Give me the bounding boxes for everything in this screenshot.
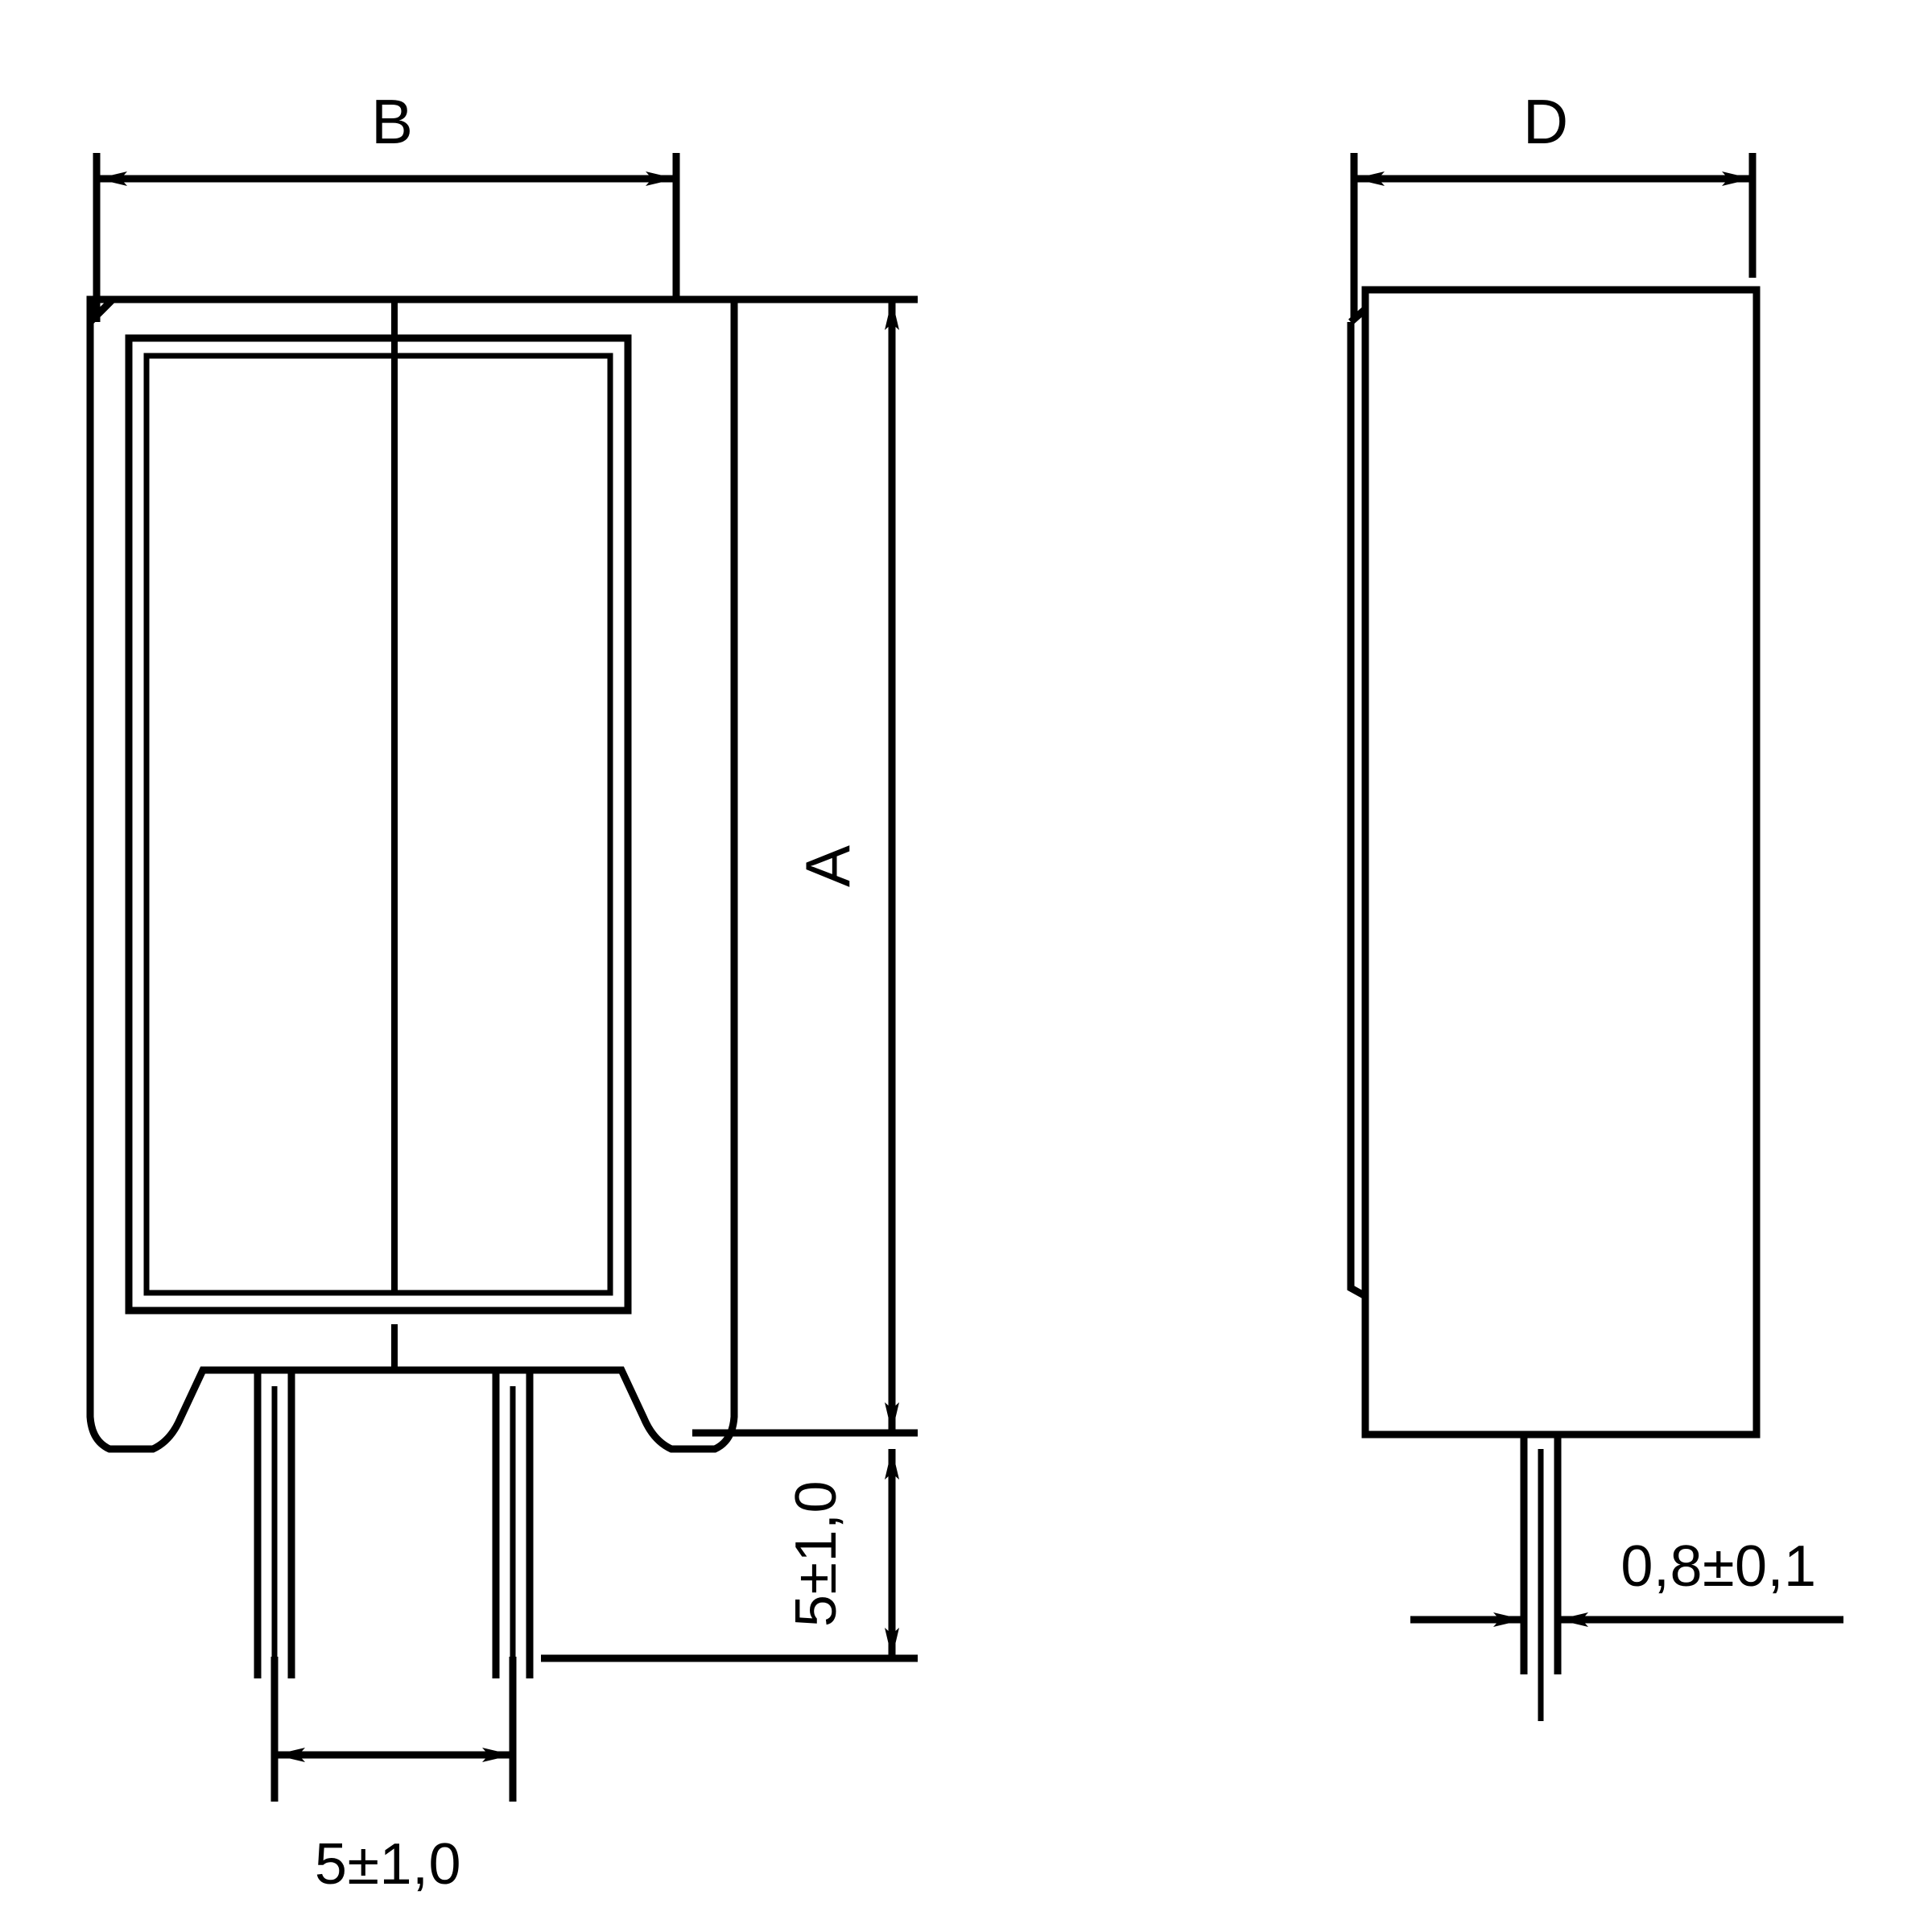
dim-lead-length-label: 5±1,0 xyxy=(784,1480,848,1627)
side-view-flange-top-chamfer xyxy=(1348,306,1368,325)
dim-lead-pitch: 5±1,0 xyxy=(270,1657,517,1897)
dim-a: A xyxy=(676,295,918,1437)
front-view-inner-rect-outer xyxy=(125,334,632,1315)
dim-b: B xyxy=(93,86,680,322)
front-view-lead-left xyxy=(254,1370,295,1678)
dim-d: D xyxy=(1350,86,1757,318)
front-view-lead-right xyxy=(492,1370,534,1678)
dim-lead-length: 5±1,0 xyxy=(541,1449,918,1662)
dim-lead-thickness-label: 0,8±0,1 xyxy=(1620,1534,1816,1599)
dim-d-label: D xyxy=(1523,86,1568,157)
dim-lead-pitch-label: 5±1,0 xyxy=(315,1832,461,1897)
front-view xyxy=(86,295,738,1678)
front-view-body-outline xyxy=(86,295,738,1453)
side-view-lead xyxy=(1520,1435,1562,1721)
side-view-body-outline xyxy=(1361,286,1761,1439)
side-view xyxy=(1347,286,1761,1721)
front-view-inner-rect-inner xyxy=(143,353,613,1296)
dim-lead-thickness: 0,8±0,1 xyxy=(1410,1534,1843,1627)
side-view-flange-seam xyxy=(1347,322,1368,1299)
dim-a-label: A xyxy=(792,845,863,887)
dim-b-label: B xyxy=(371,86,413,157)
